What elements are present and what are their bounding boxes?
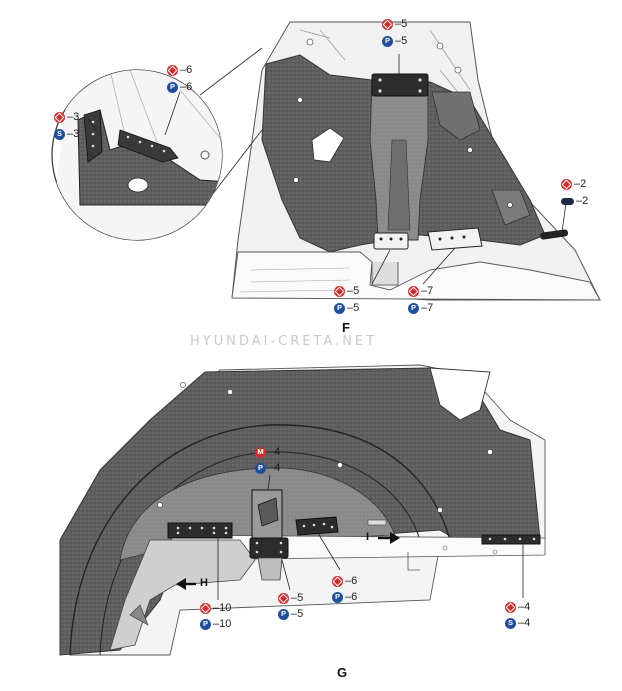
p-circle-icon: P <box>382 35 393 47</box>
callout-text: –3 <box>67 111 80 123</box>
callout-text: –5 <box>347 302 360 314</box>
diamond-bolt-icon <box>334 285 345 297</box>
detail-magnifier <box>51 47 263 241</box>
callout-text: –4 <box>518 617 531 629</box>
callout-text: –4 <box>268 446 281 458</box>
callout-f-pill-2: –2 <box>561 194 588 208</box>
direction-i-label: I <box>366 531 370 543</box>
callout-f-bolt-6: –6 <box>167 63 192 77</box>
callout-f-bolt-5-bottom: –5 <box>334 284 359 298</box>
p-circle-icon: P <box>408 302 419 314</box>
callout-text: –4 <box>518 601 531 613</box>
s-circle-icon: S <box>54 128 65 140</box>
callout-text: –5 <box>291 608 304 620</box>
callout-g-p-5: P –5 <box>278 607 303 621</box>
p-circle-icon: P <box>332 591 343 603</box>
callout-text: –3 <box>67 128 80 140</box>
p-circle-icon: P <box>278 608 289 620</box>
callout-text: –5 <box>395 18 408 30</box>
callout-text: –6 <box>180 81 193 93</box>
callout-f-bolt-5-top: –5 <box>382 17 407 31</box>
view-g-drawing <box>59 364 546 656</box>
diamond-bolt-icon <box>505 601 516 613</box>
callout-text: –2 <box>576 195 589 207</box>
diamond-bolt-icon <box>167 64 178 76</box>
callout-f-bolt-3: –3 <box>54 110 79 124</box>
callout-text: –7 <box>421 302 434 314</box>
callout-g-p-10: P –10 <box>200 617 231 631</box>
p-circle-icon: P <box>200 618 211 630</box>
watermark: HYUNDAI-CRETA.NET <box>190 334 378 349</box>
callout-f-s-3: S –3 <box>54 127 79 141</box>
direction-h-label: H <box>200 577 208 589</box>
callout-g-bolt-4: –4 <box>505 600 530 614</box>
m-circle-icon: M <box>255 446 266 458</box>
callout-f-p-5-top: P –5 <box>382 34 407 48</box>
sealer-pill-icon <box>561 197 574 205</box>
callout-f-bolt-2: –2 <box>561 177 586 191</box>
callout-g-bolt-6: –6 <box>332 574 357 588</box>
callout-text: –10 <box>213 618 232 630</box>
callout-text: –4 <box>268 462 281 474</box>
p-circle-icon: P <box>334 302 345 314</box>
callout-text: –2 <box>574 178 587 190</box>
callout-text: –5 <box>291 592 304 604</box>
view-f-drawing <box>231 21 601 301</box>
callout-text: –6 <box>345 575 358 587</box>
diamond-bolt-icon <box>382 18 393 30</box>
callout-g-s-4: S –4 <box>505 616 530 630</box>
callout-text: –7 <box>421 285 434 297</box>
callout-text: –5 <box>395 35 408 47</box>
callout-g-bolt-10: –10 <box>200 601 231 615</box>
callout-g-m-4: M –4 <box>255 445 280 459</box>
callout-text: –10 <box>213 602 232 614</box>
callout-f-p-6: P –6 <box>167 80 192 94</box>
view-f-label: F <box>342 320 350 335</box>
callout-g-p-6: P –6 <box>332 590 357 604</box>
s-circle-icon: S <box>505 617 516 629</box>
callout-f-bolt-7: –7 <box>408 284 433 298</box>
view-g-label: G <box>337 665 348 680</box>
diamond-bolt-icon <box>561 178 572 190</box>
diamond-bolt-icon <box>54 111 65 123</box>
diamond-bolt-icon <box>200 602 211 614</box>
diamond-bolt-icon <box>408 285 419 297</box>
p-circle-icon: P <box>255 462 266 474</box>
callout-text: –5 <box>347 285 360 297</box>
diamond-bolt-icon <box>278 592 289 604</box>
callout-text: –6 <box>180 64 193 76</box>
callout-text: –6 <box>345 591 358 603</box>
callout-f-p-7: P –7 <box>408 301 433 315</box>
callout-g-bolt-5: –5 <box>278 591 303 605</box>
callout-g-p-4: P –4 <box>255 461 280 475</box>
callout-f-p-5-bottom: P –5 <box>334 301 359 315</box>
diamond-bolt-icon <box>332 575 343 587</box>
p-circle-icon: P <box>167 81 178 93</box>
